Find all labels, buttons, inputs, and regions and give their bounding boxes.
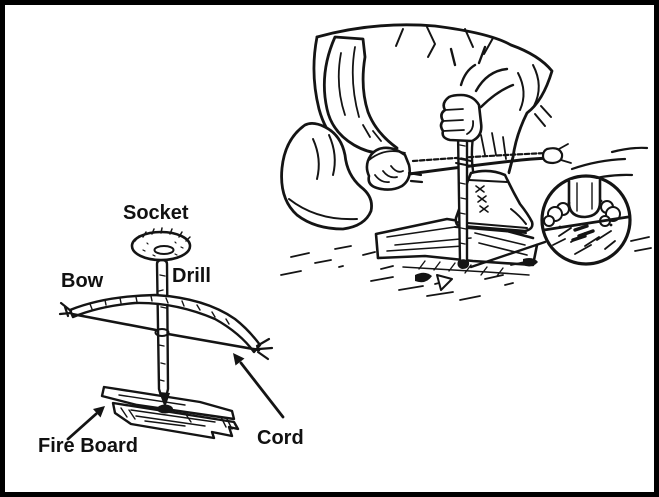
bow-drill-parts-drawing	[58, 227, 285, 441]
fire-board-arrow	[66, 406, 105, 441]
fire-board-label: Fire Board	[38, 435, 139, 457]
drill-drawing	[155, 258, 170, 408]
bow-and-cord	[407, 143, 572, 176]
bow-label: Bow	[61, 270, 104, 292]
drill-label: Drill	[172, 265, 211, 287]
drill-hand	[439, 45, 515, 143]
inset-leader-line	[469, 240, 547, 269]
cord-drawing	[70, 312, 261, 352]
cord-label: Cord	[257, 427, 304, 449]
ember-inset	[540, 174, 632, 266]
bow-hand	[365, 146, 424, 191]
boot-on-board	[454, 169, 534, 234]
socket-drawing	[130, 227, 192, 262]
bow-drill-usage-illustration	[280, 23, 652, 301]
cord-arrow	[233, 353, 285, 419]
fire-board-ground	[374, 217, 539, 291]
kneeling-leg	[280, 122, 373, 231]
socket-label: Socket	[123, 202, 189, 224]
fire-board-drawing	[100, 385, 240, 440]
